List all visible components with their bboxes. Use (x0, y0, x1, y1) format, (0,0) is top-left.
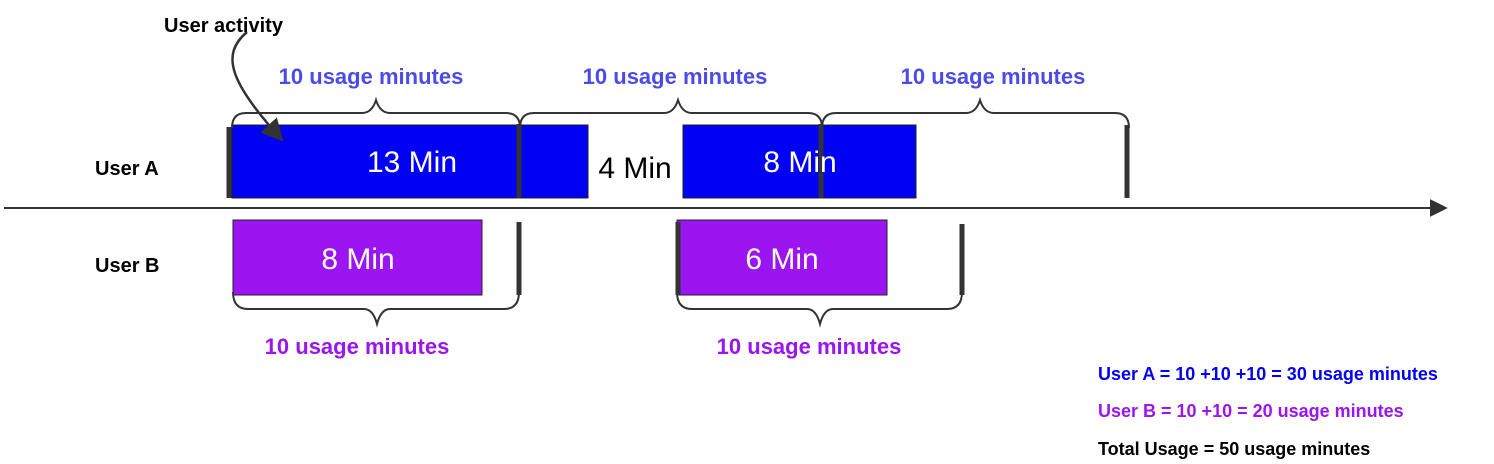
user-a-brackets (231, 96, 1130, 129)
user-a-block-2-label: 8 Min (763, 146, 836, 179)
user-a-block-1b (519, 124, 589, 199)
user-b-block-2-label: 6 Min (745, 243, 818, 276)
user-a-block-2 (682, 124, 917, 199)
user-b-block-2 (676, 219, 888, 296)
summary-user-a: User A = 10 +10 +10 = 30 usage minutes (1098, 364, 1438, 384)
gap-label: 4 Min (598, 152, 671, 185)
user-b-bracket-1-label: 10 usage minutes (265, 334, 450, 359)
user-b-block-1-label: 8 Min (321, 243, 394, 276)
user-a-block-1-label: 13 Min (367, 146, 457, 179)
interval-markers (226, 124, 1130, 295)
user-b-row-label: User B (95, 255, 159, 277)
user-b-bracket-2-label: 10 usage minutes (717, 334, 902, 359)
user-a-bracket-1-label: 10 usage minutes (279, 64, 464, 89)
user-a-bracket-2-label: 10 usage minutes (583, 64, 768, 89)
user-b-block-1 (232, 219, 483, 296)
user-activity-label: User activity (164, 15, 284, 37)
summary-total: Total Usage = 50 usage minutes (1098, 439, 1370, 459)
user-activity-pointer (231, 31, 284, 142)
summary-user-b: User B = 10 +10 = 20 usage minutes (1098, 401, 1404, 421)
user-a-bracket-3-label: 10 usage minutes (901, 64, 1086, 89)
user-a-row-label: User A (95, 158, 159, 180)
user-b-brackets (232, 291, 963, 328)
